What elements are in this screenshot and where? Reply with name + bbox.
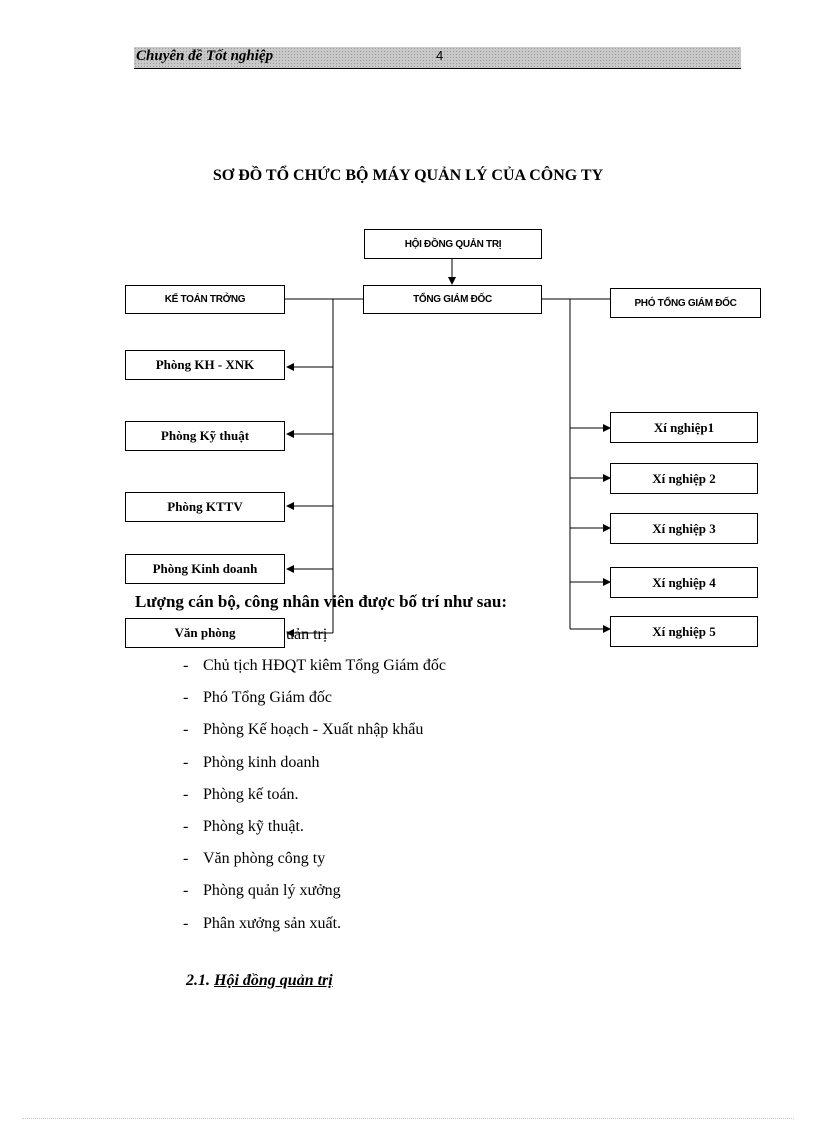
node-enterprise-4: Xí nghiệp 4 bbox=[610, 567, 758, 598]
staff-list: -Chủ tịch HĐQT kiêm Tổng Giám đốc -Phó T… bbox=[183, 655, 446, 945]
list-item: -Phó Tổng Giám đốc bbox=[183, 689, 333, 707]
page-bottom-rule bbox=[22, 1118, 794, 1119]
list-item: -Phòng kỹ thuật. bbox=[183, 817, 304, 835]
node-enterprise-3: Xí nghiệp 3 bbox=[610, 513, 758, 544]
list-item: -Phòng quản lý xưởng bbox=[183, 882, 341, 900]
node-enterprise-2: Xí nghiệp 2 bbox=[610, 463, 758, 494]
node-board: HỘI ĐỒNG QUẢN TRỊ bbox=[364, 229, 542, 259]
list-item: -Phòng Kế hoạch - Xuất nhập khẩu bbox=[183, 721, 424, 739]
node-dept-plan-export: Phòng KH - XNK bbox=[125, 350, 285, 380]
node-enterprise-5: Xí nghiệp 5 bbox=[610, 616, 758, 647]
node-deputy-ceo: PHÓ TỔNG GIÁM ĐỐC bbox=[610, 288, 761, 318]
node-dept-office: Văn phòng bbox=[125, 618, 285, 648]
node-enterprise-1: Xí nghiệp1 bbox=[610, 412, 758, 443]
section-title: Hội đồng quản trị bbox=[214, 972, 333, 989]
page-header: Chuyên đề Tốt nghiệp 4 bbox=[134, 47, 741, 69]
page-number: 4 bbox=[436, 48, 444, 63]
list-item: -Chủ tịch HĐQT kiêm Tổng Giám đốc bbox=[183, 657, 446, 674]
node-dept-technical: Phòng Kỹ thuật bbox=[125, 421, 285, 451]
section-number: 2.1. bbox=[186, 972, 210, 989]
list-heading-fragment: uản trị bbox=[286, 626, 328, 643]
header-title: Chuyên đề Tốt nghiệp bbox=[136, 48, 274, 64]
staffing-intro: Lượng cán bộ, công nhân viên được bố trí… bbox=[135, 592, 508, 611]
node-dept-business: Phòng Kinh doanh bbox=[125, 554, 285, 584]
list-item: -Phòng kế toán. bbox=[183, 785, 299, 803]
diagram-title: SƠ ĐỒ TỔ CHỨC BỘ MÁY QUẢN LÝ CỦA CÔNG TY bbox=[212, 167, 604, 184]
node-chief-accountant: KẾ TOÁN TRỞNG bbox=[125, 285, 285, 314]
list-item: -Văn phòng công ty bbox=[183, 850, 326, 868]
node-ceo: TỔNG GIÁM ĐỐC bbox=[363, 285, 542, 314]
list-item: -Phòng kinh doanh bbox=[183, 753, 320, 771]
node-dept-accounting: Phòng KTTV bbox=[125, 492, 285, 522]
section-heading: 2.1. Hội đồng quản trị bbox=[186, 972, 333, 990]
list-item: -Phân xưởng sản xuất. bbox=[183, 914, 342, 932]
